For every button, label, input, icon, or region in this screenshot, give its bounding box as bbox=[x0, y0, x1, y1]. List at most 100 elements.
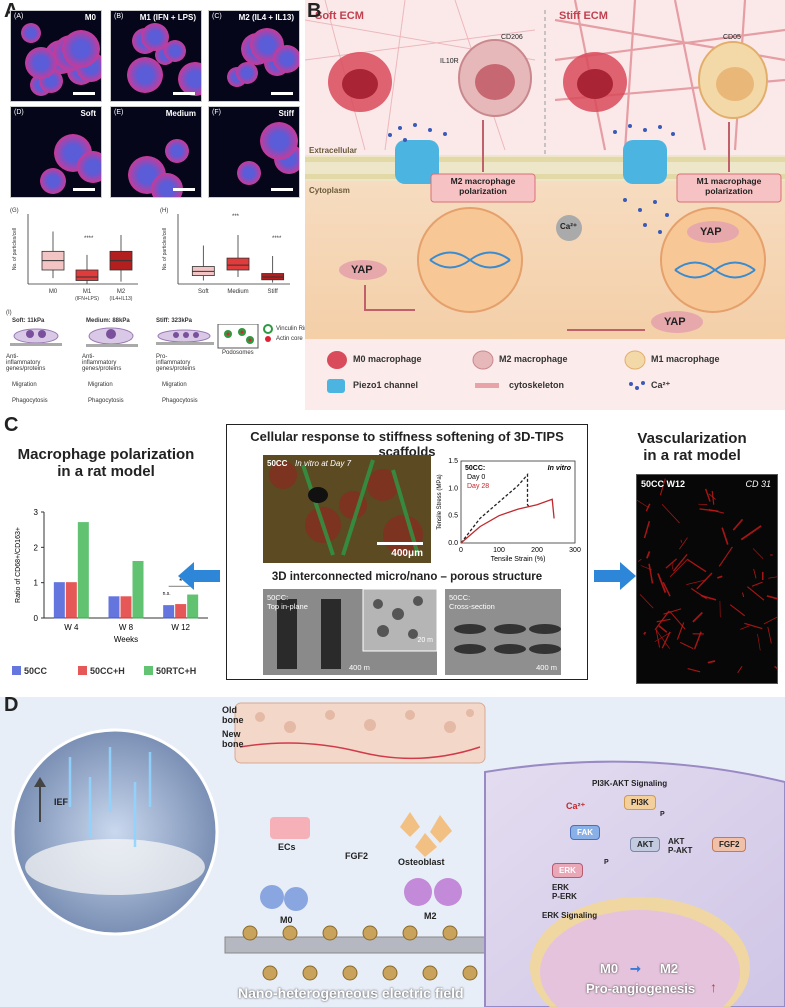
old-bone-label: Old bone bbox=[222, 705, 244, 725]
scale-bar bbox=[73, 188, 95, 191]
migration-1: Migration bbox=[12, 382, 37, 388]
sem-cross-image: 50CC: Cross-section 400 m bbox=[445, 589, 561, 675]
cellular-response-frame: Cellular response to stiffness softening… bbox=[226, 424, 588, 680]
vessel-segment bbox=[718, 546, 733, 567]
y-tick-label: 0 bbox=[34, 614, 39, 623]
fgf2-box: FGF2 bbox=[712, 837, 747, 852]
cell-blob bbox=[178, 62, 201, 96]
fluorescence-image: 50CC In vitro at Day 7 400μm bbox=[263, 455, 431, 563]
akt-box: AKT bbox=[630, 837, 661, 852]
vessel-segment bbox=[763, 616, 777, 625]
pro-angiogenesis-label: Pro-angiogenesis bbox=[586, 981, 696, 996]
new-bone-label: New bone bbox=[222, 729, 244, 749]
bar-50cch bbox=[120, 596, 132, 619]
tile-id: (D) bbox=[14, 109, 24, 116]
y-axis-label: Tensile Stress (MPa) bbox=[437, 474, 443, 529]
ca-label-b: Ca²⁺ bbox=[560, 222, 578, 231]
micrograph-tile: (C) M2 (IL4 + IL13) bbox=[208, 10, 300, 102]
vessel-segment bbox=[752, 548, 764, 559]
soft-label: Soft: 11kPa bbox=[12, 318, 45, 324]
scale-bar bbox=[271, 188, 293, 191]
yap-nucleus: YAP bbox=[700, 226, 722, 238]
tile-name: M2 (IL4 + IL13) bbox=[238, 13, 294, 22]
medium-label: Medium: 88kPa bbox=[86, 318, 130, 324]
cell-blob bbox=[260, 122, 298, 160]
migration-2: Migration bbox=[88, 382, 113, 388]
micrograph-tile: (E)Medium bbox=[110, 106, 202, 198]
plot-id: (G) bbox=[10, 208, 19, 214]
category-sublabel: (IFN+LPS) bbox=[75, 296, 99, 302]
erk-p-label: ERK P-ERK bbox=[552, 883, 577, 901]
tile-name: Stiff bbox=[278, 109, 294, 118]
category-label: Medium bbox=[227, 289, 248, 295]
vessel-segment bbox=[643, 631, 647, 635]
m2-transition-label: M2 bbox=[660, 961, 679, 976]
vessel-segment bbox=[658, 625, 668, 633]
y-tick-label: 1.5 bbox=[448, 458, 458, 465]
vessel-segment bbox=[669, 559, 688, 578]
sem-cross-label: 50CC: Cross-section bbox=[449, 593, 495, 611]
x-tick-label: 300 bbox=[569, 547, 581, 554]
phagocytosis-2: Phagocytosis bbox=[88, 398, 124, 404]
y-tick-label: 2 bbox=[34, 543, 39, 552]
vessel-segment bbox=[742, 592, 745, 598]
cell-blob bbox=[164, 40, 186, 62]
m2-polarization-box: M2 macrophage polarization bbox=[450, 176, 516, 196]
pi3k-box: PI3K bbox=[624, 795, 656, 810]
stiff-ecm-label: Stiff ECM bbox=[559, 10, 608, 22]
cell-blob bbox=[237, 161, 261, 185]
scale-bar bbox=[173, 188, 195, 191]
anti-label-2: Anti- inflammatory genes/proteins bbox=[82, 354, 122, 372]
category-label: M2 bbox=[117, 289, 126, 295]
significance-mark: * bbox=[179, 577, 182, 586]
ca-label-d: Ca²⁺ bbox=[566, 801, 586, 811]
bar-50cch bbox=[65, 582, 77, 619]
vessel-segment bbox=[676, 622, 685, 640]
micro-label-50cc: 50CC bbox=[267, 459, 288, 468]
vessel-segment bbox=[774, 665, 777, 670]
vessel-segment bbox=[656, 618, 671, 623]
y-tick-label: 1 bbox=[34, 579, 39, 588]
scale-bar bbox=[173, 92, 195, 95]
vessel-segment bbox=[639, 594, 654, 609]
up-arrow-icon: ↑ bbox=[710, 979, 717, 995]
vessel-segment bbox=[704, 488, 711, 502]
migration-3: Migration bbox=[162, 382, 187, 388]
vessel-segment bbox=[753, 568, 757, 579]
tile-id: (C) bbox=[212, 13, 222, 20]
micro-scale-label: 400μm bbox=[391, 548, 423, 559]
bar-50rtch bbox=[77, 522, 89, 619]
y-tick-label: 0.5 bbox=[448, 513, 458, 520]
electric-field-label: Nano-heterogeneous electric field bbox=[238, 985, 464, 1001]
significance-mark: **** bbox=[84, 236, 94, 242]
yap-cytoplasm: YAP bbox=[664, 316, 686, 328]
series-line bbox=[460, 498, 555, 544]
legend-swatch bbox=[12, 666, 21, 675]
vascularization-image: 50CC W12 CD 31 bbox=[636, 474, 778, 684]
vascularization-title: Vascularization in a rat model bbox=[637, 430, 747, 464]
box bbox=[226, 257, 250, 271]
legend-m2: M2 macrophage bbox=[499, 354, 568, 364]
legend-ca: Ca²⁺ bbox=[651, 380, 671, 390]
sem-top-image: 50CC: Top in-plane 20 m 400 m bbox=[263, 589, 437, 675]
scale-bar bbox=[377, 542, 423, 545]
vessel-segment bbox=[680, 641, 694, 650]
akt-p-label: AKT P-AKT bbox=[668, 837, 693, 855]
series-line bbox=[460, 472, 530, 544]
sem-cross-scale: 400 m bbox=[536, 663, 557, 672]
panel-d-label: D bbox=[4, 694, 19, 716]
vessel-segment bbox=[669, 610, 686, 630]
transition-arrow-icon: ➞ bbox=[630, 961, 641, 976]
tile-name: Soft bbox=[80, 109, 96, 118]
x-tick-label: 200 bbox=[531, 547, 543, 554]
sem-inset-scale: 20 m bbox=[417, 637, 433, 644]
scale-bar bbox=[73, 92, 95, 95]
sem-top-label: 50CC: Top in-plane bbox=[267, 593, 308, 611]
vessel-segment bbox=[746, 586, 765, 601]
vessel-segment bbox=[696, 572, 713, 590]
vessel-segment bbox=[680, 539, 683, 543]
ecs-label: ECs bbox=[278, 842, 296, 852]
erk-box: ERK bbox=[552, 863, 583, 878]
significance-mark: **** bbox=[272, 236, 282, 242]
